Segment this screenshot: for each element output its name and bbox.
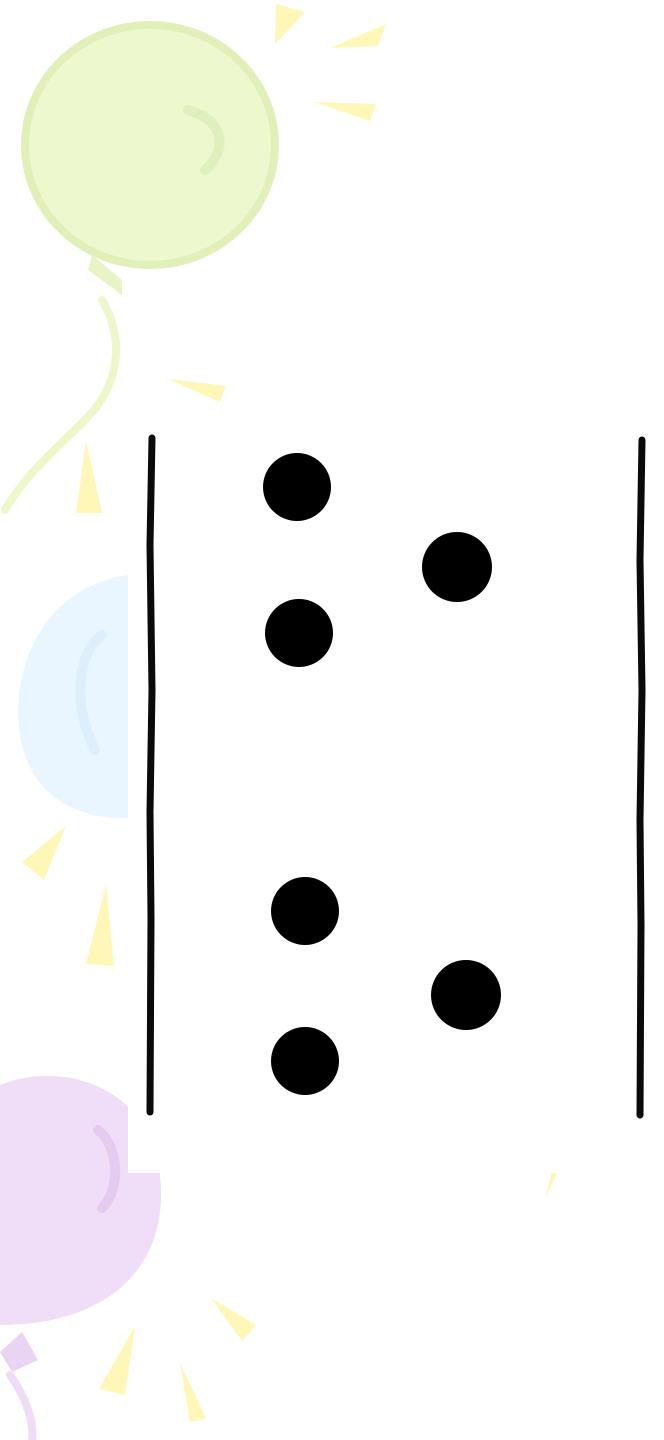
dot	[431, 960, 501, 1030]
dot	[271, 1027, 339, 1095]
diagram-panel	[128, 425, 664, 1173]
left-boundary-line	[150, 438, 152, 1112]
balloon-blue	[18, 575, 128, 818]
dot	[263, 453, 331, 521]
dot	[422, 532, 492, 602]
right-boundary-line	[640, 440, 642, 1115]
dot	[265, 599, 333, 667]
dot	[271, 877, 339, 945]
